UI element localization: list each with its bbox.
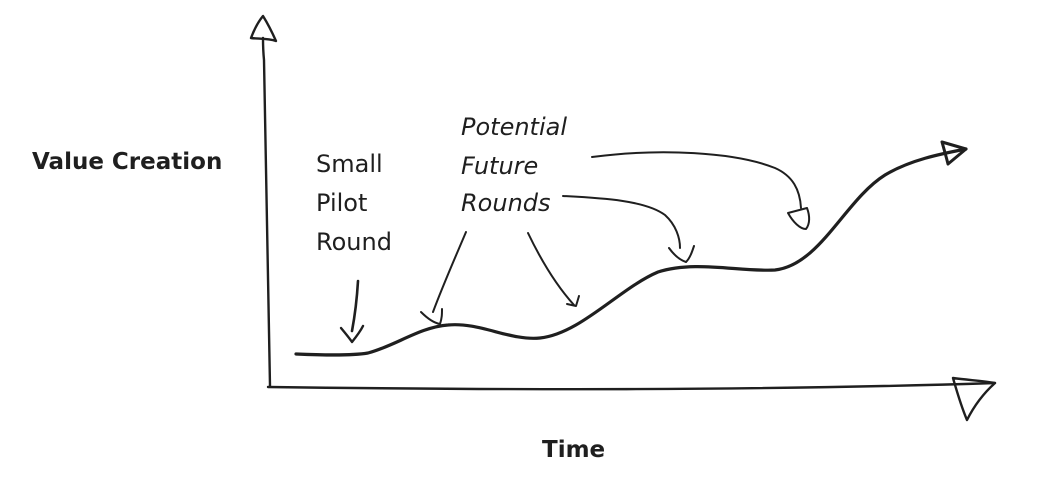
pilot-round-arrowhead-icon [339,324,365,344]
future-arrow-3 [562,195,681,249]
y-axis-line [261,36,272,388]
pilot-round-label-line-2: Pilot [316,189,368,217]
future-arrow-4 [591,151,802,209]
pilot-round-arrow [350,279,360,333]
y-axis-label: Value Creation [32,149,223,175]
future-rounds-label-line-1: Potential [461,113,567,141]
value-creation-curve [294,147,968,357]
future-rounds-label-line-2: Future [461,152,539,180]
x-axis-arrowhead-icon [951,376,997,422]
x-axis-line [266,381,997,391]
future-arrowhead-2-icon [566,295,580,307]
future-arrowhead-4-icon [787,207,811,230]
future-arrowhead-3-icon [668,245,695,263]
future-arrow-1 [432,231,467,313]
future-rounds-label-line-3: Rounds [461,189,551,217]
pilot-round-label-line-3: Round [316,228,392,256]
future-arrowhead-1-icon [420,308,443,325]
y-axis-arrowhead-icon [249,14,278,43]
x-axis-label: Time [542,437,606,463]
future-arrow-2 [527,232,575,306]
pilot-round-label-line-1: Small [316,150,383,178]
curve-end-arrowhead-icon [940,140,968,166]
